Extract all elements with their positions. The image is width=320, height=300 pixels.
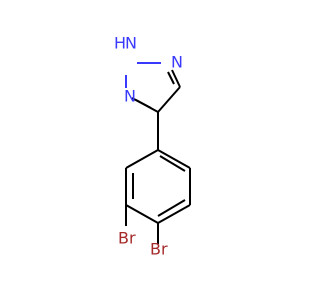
bond-tri-c4-c5: [157, 86, 181, 113]
bond-ring-6: [125, 149, 159, 169]
bond-tri-c4-n-double: [131, 97, 152, 109]
bond-ring-double-1: [159, 155, 186, 172]
bond-tri-double-c5: [167, 71, 175, 85]
bond-ring-4: [125, 204, 159, 224]
atom-n2-label: N: [171, 53, 183, 72]
atom-br2-label: Br: [150, 240, 168, 259]
bond-ring-1: [157, 149, 191, 169]
molecule-diagram: H N N N Br Br: [114, 34, 191, 259]
structure-svg: H N N N Br Br: [114, 34, 191, 259]
atom-hn-label: H: [114, 34, 126, 53]
bond-ring-3: [157, 204, 191, 224]
bond-ring-double-2: [157, 199, 186, 217]
bond-tri-c5-n: [171, 69, 181, 88]
atom-n3-label: N: [124, 87, 136, 106]
atom-n1-label: N: [125, 34, 137, 53]
atom-br1-label: Br: [118, 229, 136, 248]
